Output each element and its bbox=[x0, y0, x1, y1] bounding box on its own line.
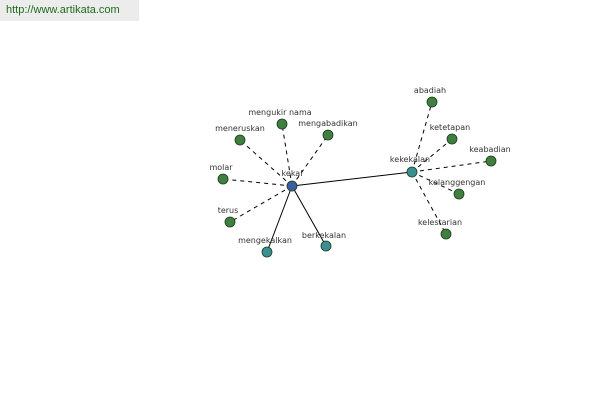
edges-layer bbox=[222, 101, 492, 253]
edge-kekal-molar bbox=[222, 178, 293, 187]
edge-kekal-terus bbox=[229, 185, 293, 223]
node-abadiah[interactable] bbox=[426, 96, 438, 108]
node-label-kelanggengan[interactable]: kelanggengan bbox=[429, 178, 486, 187]
edge-kekekalan-keabadian bbox=[411, 160, 492, 173]
node-kelestarian[interactable] bbox=[440, 228, 452, 240]
node-label-mengekalkan[interactable]: mengekalkan bbox=[238, 236, 292, 245]
node-label-mengukir-nama[interactable]: mengukir nama bbox=[248, 108, 311, 117]
edge-kekal-mengekalkan bbox=[266, 185, 293, 253]
edge-kekekalan-kelanggengan bbox=[411, 171, 460, 195]
node-mengukir-nama[interactable] bbox=[276, 118, 288, 130]
edge-kekal-meneruskan bbox=[239, 139, 293, 187]
edge-kekekalan-ketetapan bbox=[411, 138, 453, 173]
node-terus[interactable] bbox=[224, 216, 236, 228]
edge-kekal-kekekalan bbox=[291, 171, 413, 187]
node-mengekalkan[interactable] bbox=[261, 246, 273, 258]
edge-kekal-berkekalan bbox=[291, 185, 327, 247]
node-label-kekekalan[interactable]: kekekalan bbox=[390, 155, 430, 164]
source-url[interactable]: http://www.artikata.com bbox=[0, 0, 139, 21]
node-label-molar[interactable]: molar bbox=[209, 163, 233, 172]
labels-layer: kekal kekekalan mengekalkan berkekalan mengu… bbox=[209, 86, 510, 245]
node-label-abadiah[interactable]: abadiah bbox=[414, 86, 446, 95]
node-label-meneruskan[interactable]: meneruskan bbox=[215, 124, 265, 133]
node-keabadian[interactable] bbox=[485, 155, 497, 167]
node-meneruskan[interactable] bbox=[234, 134, 246, 146]
node-label-ketetapan[interactable]: ketetapan bbox=[430, 123, 470, 132]
node-label-terus[interactable]: terus bbox=[218, 206, 239, 215]
node-label-mengabadikan[interactable]: mengabadikan bbox=[298, 119, 358, 128]
node-molar[interactable] bbox=[217, 173, 229, 185]
edge-kekal-mengabadikan bbox=[291, 134, 329, 187]
node-label-keabadian[interactable]: keabadian bbox=[469, 145, 510, 154]
edge-kekekalan-kelestarian bbox=[411, 171, 447, 235]
node-ketetapan[interactable] bbox=[446, 133, 458, 145]
node-kekekalan[interactable] bbox=[406, 166, 418, 178]
node-mengabadikan[interactable] bbox=[322, 129, 334, 141]
node-kelanggengan[interactable] bbox=[453, 188, 465, 200]
node-label-kekal[interactable]: kekal bbox=[282, 169, 303, 178]
node-label-berkekalan[interactable]: berkekalan bbox=[302, 231, 346, 240]
edge-kekal-mengukir-nama bbox=[281, 123, 293, 187]
node-berkekalan[interactable] bbox=[320, 240, 332, 252]
nodes-layer bbox=[217, 96, 497, 258]
node-label-kelestarian[interactable]: kelestarian bbox=[418, 218, 462, 227]
node-kekal[interactable] bbox=[286, 180, 298, 192]
